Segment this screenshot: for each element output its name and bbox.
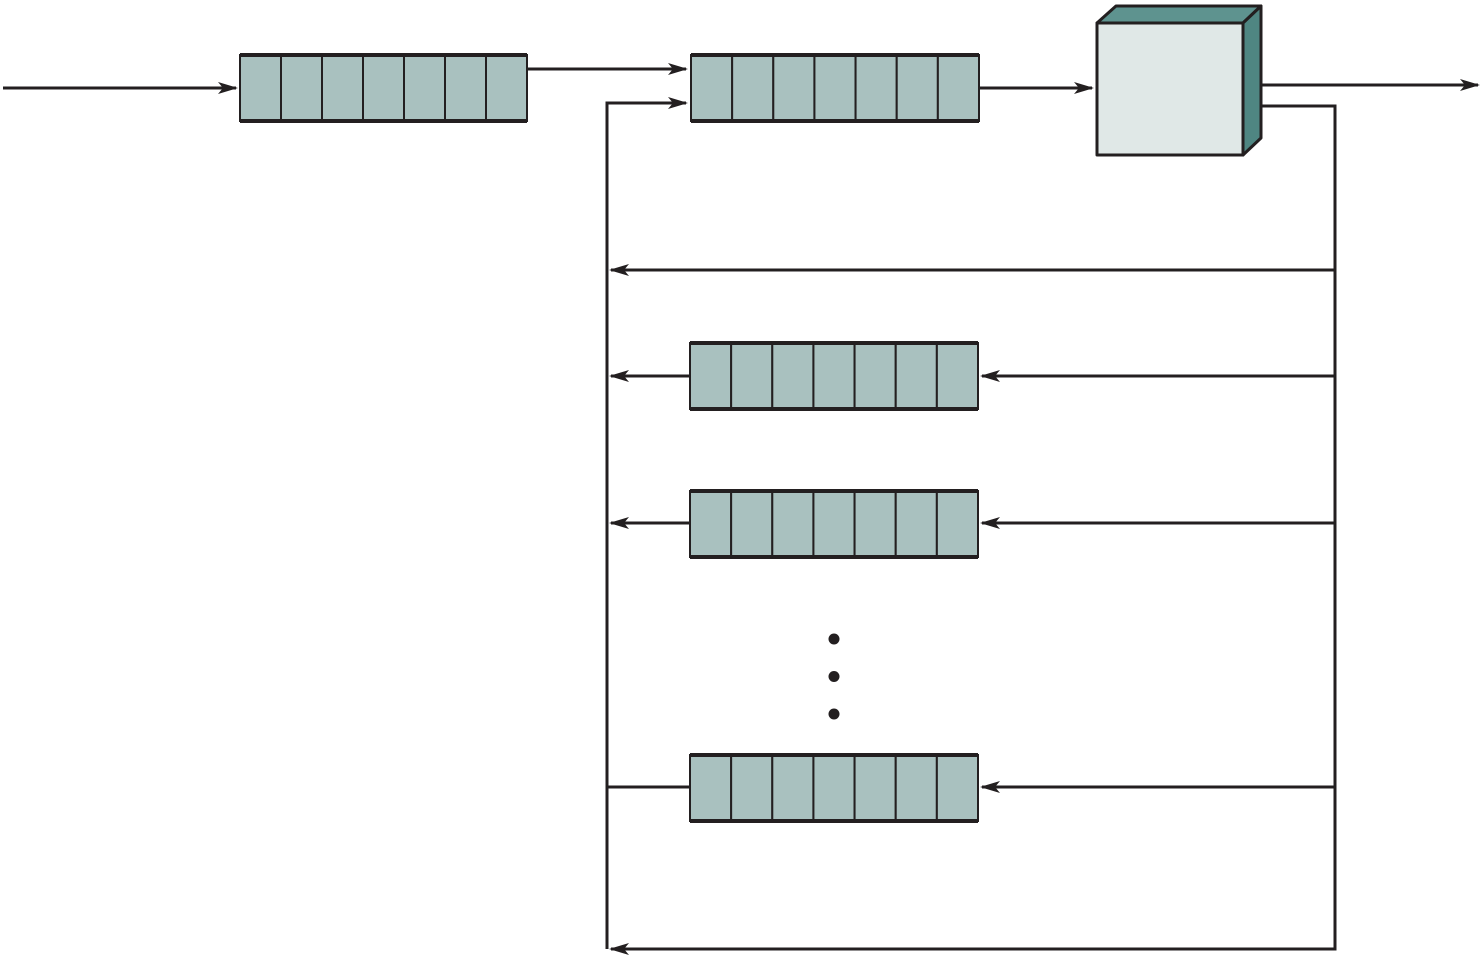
queue-cell xyxy=(853,490,897,558)
queue-cell xyxy=(730,490,774,558)
processor-side-face xyxy=(1241,4,1263,157)
queue-cell xyxy=(689,490,733,558)
queue-cell xyxy=(730,342,774,410)
processor-top-face xyxy=(1095,4,1263,25)
continuation-dot xyxy=(828,633,840,645)
queue-cell xyxy=(894,754,938,822)
queue-cell xyxy=(935,342,979,410)
queue-cell xyxy=(690,54,734,122)
queue-cell xyxy=(731,54,775,122)
queue-cell xyxy=(854,54,898,122)
queue-cell xyxy=(403,54,446,122)
connectors xyxy=(3,63,1480,955)
event-queue-2 xyxy=(689,489,979,559)
queue-cell xyxy=(772,54,816,122)
event-queue-1 xyxy=(689,341,979,411)
queue-cell xyxy=(813,54,857,122)
continuation-dot xyxy=(828,671,840,682)
queue-cell xyxy=(812,342,856,410)
queue-cell xyxy=(853,754,897,822)
ready-queue xyxy=(690,53,980,123)
processor-front-face xyxy=(1095,21,1245,157)
queue-cell xyxy=(812,754,856,822)
queue-cell xyxy=(894,490,938,558)
queue-cell xyxy=(771,754,815,822)
queue-cell xyxy=(812,490,856,558)
queue-cell xyxy=(894,342,938,410)
processor-return-loop xyxy=(609,104,1337,955)
queue-cell xyxy=(444,54,487,122)
queues xyxy=(239,53,980,823)
queue-cell xyxy=(935,490,979,558)
queue-cell xyxy=(935,754,979,822)
queue-cell xyxy=(280,54,323,122)
queue-cell xyxy=(239,54,282,122)
continuation-dot xyxy=(828,708,840,720)
queue-cell xyxy=(936,54,980,122)
continuation-dots xyxy=(828,633,840,720)
queue-cell xyxy=(362,54,405,122)
event-queue-n xyxy=(689,753,979,823)
queue-cell xyxy=(853,342,897,410)
return-to-ready-arrow xyxy=(605,97,688,949)
entry-queue xyxy=(239,53,528,123)
queue-cell xyxy=(771,342,815,410)
queue-cell xyxy=(321,54,364,122)
processor-block xyxy=(1095,4,1263,157)
queue-cell xyxy=(730,754,774,822)
queue-cell xyxy=(895,54,939,122)
queue-cell xyxy=(689,342,733,410)
queue-cell xyxy=(689,754,733,822)
queue-cell xyxy=(485,54,528,122)
queue-cell xyxy=(771,490,815,558)
